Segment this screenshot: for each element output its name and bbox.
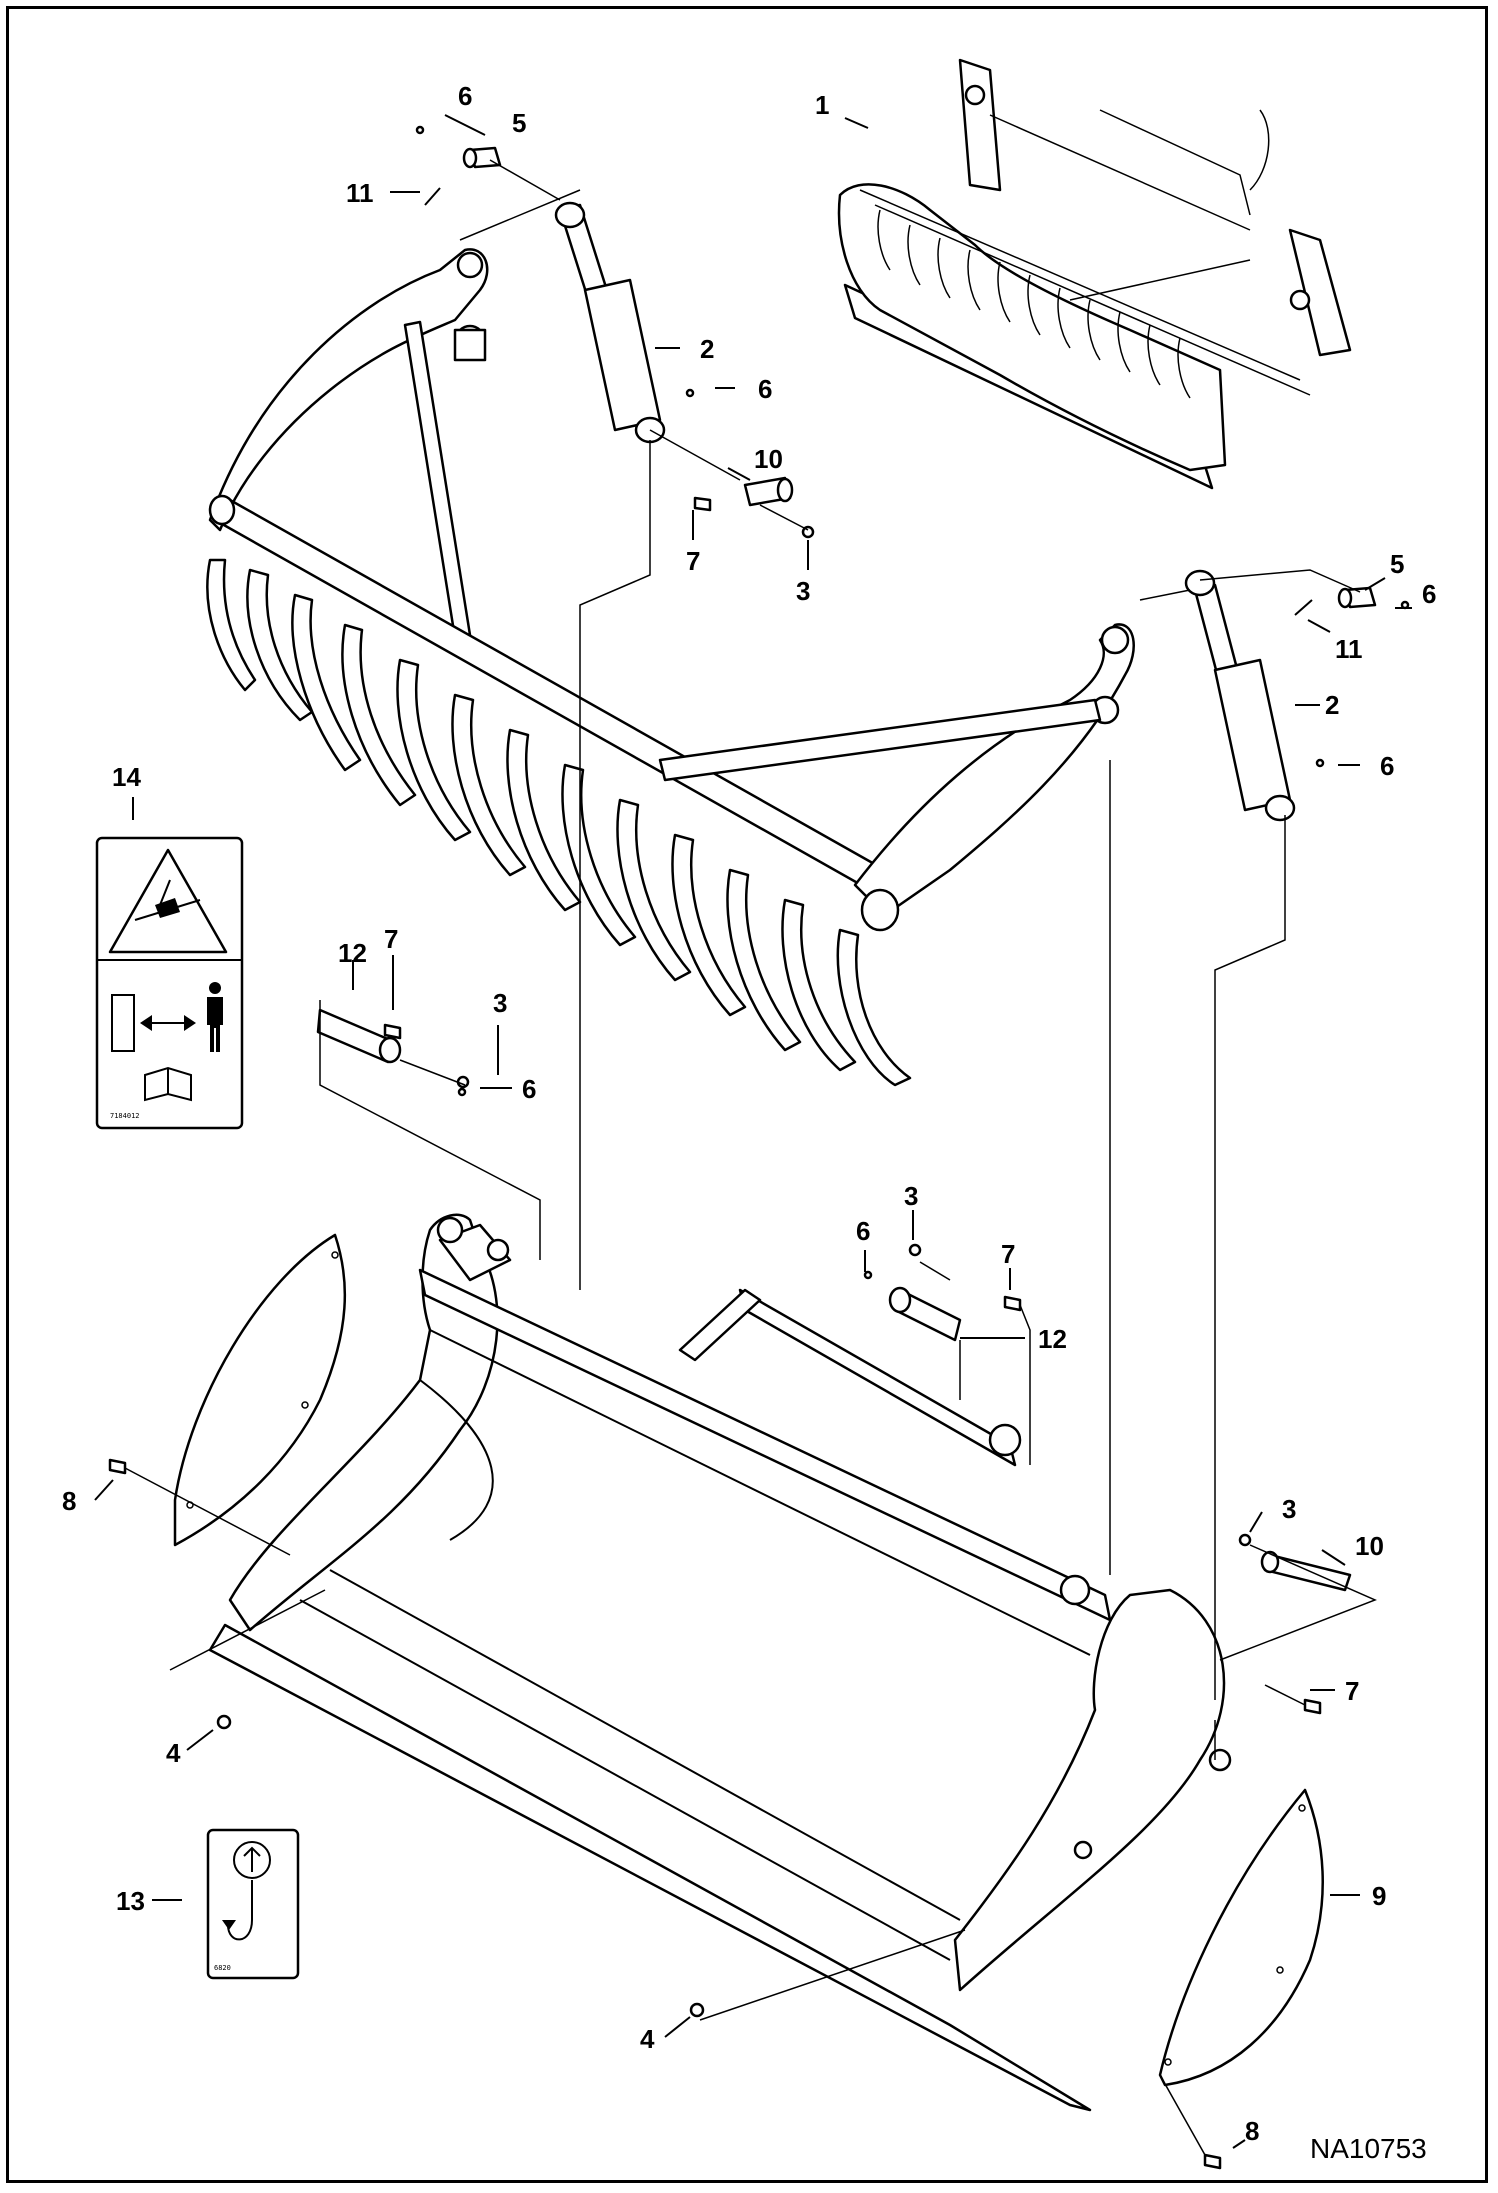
callout-4: 4 — [166, 1738, 181, 1768]
callout-8: 8 — [1245, 2116, 1259, 2146]
callout-2: 2 — [1325, 690, 1339, 720]
callout-6: 6 — [856, 1216, 870, 1246]
callout-3: 3 — [796, 576, 810, 606]
callout-7: 7 — [1345, 1676, 1359, 1706]
callout-7: 7 — [1001, 1239, 1015, 1269]
cylinder-right — [1184, 569, 1296, 822]
crush-hazard-icon — [134, 879, 201, 921]
callout-8: 8 — [62, 1486, 76, 1516]
bucket-body — [208, 1213, 1232, 2112]
callout-10: 10 — [754, 444, 783, 474]
callout-3: 3 — [1282, 1494, 1296, 1524]
callout-6: 6 — [1380, 751, 1394, 781]
keep-clear-icon — [111, 982, 223, 1052]
figure-id: NA10753 — [1310, 2133, 1427, 2164]
callout-1: 1 — [815, 90, 829, 120]
callout-6: 6 — [522, 1074, 536, 1104]
callout-14: 14 — [112, 762, 141, 792]
callout-5: 5 — [1390, 549, 1404, 579]
svg-text:7184012: 7184012 — [110, 1112, 140, 1120]
side-plate-left — [173, 1233, 347, 1547]
callout-3: 3 — [493, 988, 507, 1018]
callout-9: 9 — [1372, 1881, 1386, 1911]
callout-6: 6 — [1422, 579, 1436, 609]
lift-hook-icon — [222, 1841, 271, 1941]
read-manual-icon — [144, 1066, 192, 1102]
callout-12: 12 — [1038, 1324, 1067, 1354]
callout-5: 5 — [512, 108, 526, 138]
callout-labels: 6 5 11 1 2 6 10 7 3 5 6 11 2 6 14 12 7 3… — [62, 81, 1436, 2164]
cylinder-left — [554, 201, 666, 444]
upper-grapple-frame — [206, 248, 1135, 1087]
callout-13: 13 — [116, 1886, 145, 1916]
callout-3: 3 — [904, 1181, 918, 1211]
callout-2: 2 — [700, 334, 714, 364]
callout-11: 11 — [1335, 634, 1363, 664]
side-plate-right — [1158, 1788, 1324, 2087]
callout-6: 6 — [458, 81, 472, 111]
callout-11: 11 — [346, 178, 374, 208]
grapple-tines — [206, 558, 912, 1087]
svg-text:6820: 6820 — [214, 1964, 231, 1972]
callout-leaders — [94, 114, 1412, 2149]
callout-10: 10 — [1355, 1531, 1384, 1561]
decal-lift-point: 6820 — [206, 1828, 300, 1980]
callout-12: 12 — [338, 938, 367, 968]
leader-lines — [124, 159, 1377, 2156]
callout-7: 7 — [686, 546, 700, 576]
hardware — [108, 125, 1410, 2170]
decal-warning-label: 7184012 — [95, 836, 244, 1130]
callout-4: 4 — [640, 2024, 655, 2054]
callout-6: 6 — [758, 374, 772, 404]
callout-7: 7 — [384, 924, 398, 954]
diagram-border — [6, 6, 1488, 2183]
assembled-grapple-bucket — [837, 58, 1352, 490]
